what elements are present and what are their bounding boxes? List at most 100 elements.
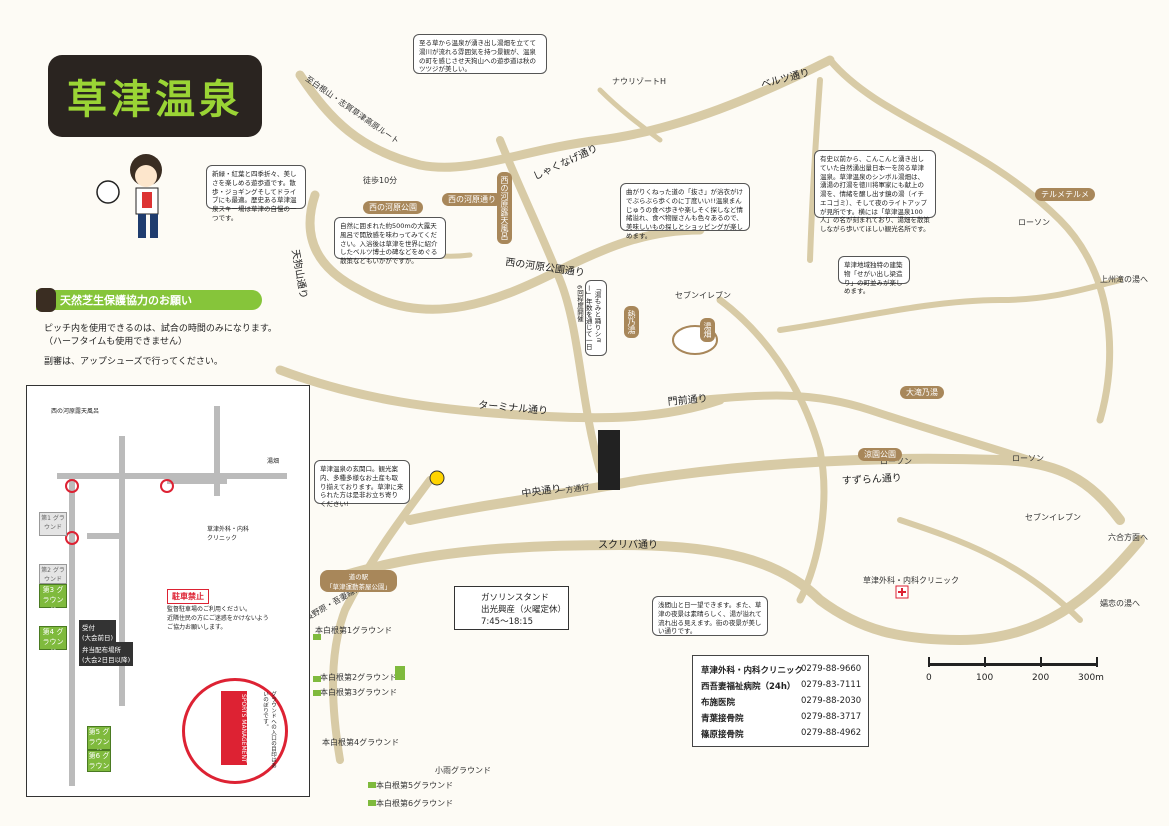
road-mongyo [696,391,1064,474]
label-mongyo: 門前通り [667,392,708,408]
road-south [329,476,434,764]
ground-marker-1 [313,634,321,640]
road-chuo [405,453,1125,525]
pill-nishinokawara-road: 西の河原通り [442,193,502,206]
ground-label-3: 本白根第3グラウンド [320,687,397,697]
label-ninja: ナウリゾートH [612,77,666,86]
phone-number-2: 0279-88-2030 [801,696,862,706]
ground-marker-minami [395,666,405,680]
ground-marker-3 [313,690,321,696]
page-title: 草津温泉 [67,76,243,123]
scale-label-0: 0 [926,673,932,683]
pill-netsunoyu: 熱乃湯 [624,306,639,338]
clinic-cross-icon [898,588,906,596]
note-nishinokawara: 自然に囲まれた約500mの大露天風呂で開放感を味わってみてください。入浴後は草津… [334,217,446,265]
mascot-icon [96,154,162,238]
gas-name: ガソリンスタンド [481,593,549,603]
sports-badge: SPORTS MANAGEMENT グラウンドへの入口の目印はあいのぼりです。 [182,678,288,784]
inset-field-5: 第5 グラウンド [87,726,111,756]
road-shakunage [496,136,604,474]
ground-label-5: 本白根第5グラウンド [376,780,453,790]
note-kosen: 草津地域独特の建築物「せがい出し梁造り」の町並みが楽しめます。 [838,256,910,295]
ground-marker-5 [368,782,376,788]
phone-number-0: 0279-88-9660 [801,664,862,674]
phone-name-1: 西吾妻福祉病院（24h） [701,682,796,692]
ground-label-6: 本白根第6グラウンド [376,798,453,808]
inset-field-3: 第3 グラウンド [39,584,67,614]
label-lawson2: ローソン [1018,218,1050,227]
notice-mascot-icon [36,288,56,312]
label-clinic: 草津外科・内科クリニック [863,575,959,585]
notice-line-3: 副審は、アップシューズで行ってください。 [44,357,223,367]
scale-label-1: 100 [976,673,994,683]
gas-shop: 出光興産（火曜定休） [481,605,567,615]
scale-bar: 0 100 200 300m [926,655,1108,685]
road-small-1 [597,87,663,143]
ground-marker-6 [368,800,376,806]
road-east-upper [777,277,1123,333]
scale-tick-3 [1096,657,1098,667]
notice-line-2: （ハーフタイムも使用できません） [44,337,188,347]
note-beltsu: 至る草から温泉が湧き出し湯畑を立てて湯川が流れる雰囲気を持つ景観が、温泉の町を感… [413,34,547,74]
scale-tick-1 [984,657,986,667]
inset-roads [57,406,287,786]
inset-yubatake-label: 湯畑 [267,458,280,465]
lunch-label: 弁当配布場所 (大会2日目以降) [79,642,134,666]
notice-heading: 天然芝生保護協力のお願い [36,290,262,310]
inset-map: 第1 グラウンド 第2 グラウンド 第3 グラウンド 第4 グラウンド 第5 グ… [26,385,310,797]
scale-line [928,663,1098,666]
inset-clinic-label: 草津外科・内科 クリニック [207,526,250,542]
pill-rotenburo: 西の河原露天風呂 [497,172,512,244]
ground-label-2: 本白根第2グラウンド [320,672,397,682]
label-seven2: セブンイレブン [1025,512,1081,522]
label-walk-time: 徒歩10分 [363,175,397,185]
note-dinner: 浅間山と日一望できます。また、草津の夜景は素晴らしく、湯が溢れて流れ出る見えます… [652,596,768,636]
label-tengu: 天狗山通り [289,248,310,299]
road-nishinokawara [305,190,705,314]
label-beltsu: ベルツ通り [760,66,811,91]
scale-label-3: 300m [1078,673,1104,683]
road-southeast [897,517,1083,623]
inset-field-1: 第1 グラウンド [39,512,67,536]
note-gate: 草津温泉の玄関口。観光案内、多種多様なお土産も取り揃えております。草津に来られた… [314,460,410,508]
label-tsumagoi: 嬬恋の湯へ [1100,598,1140,608]
mascot-illustration [96,150,184,246]
note-shakunage: 曲がりくねった道の「抜さ」が浴衣がけでぶらぶら歩くのに丁度いい!!温泉まんじゅう… [620,183,750,240]
phone-list: 草津外科・内科クリニック 0279-88-9660 西吾妻福祉病院（24h） 0… [692,655,869,747]
road-terminal [275,365,725,423]
label-scrupe: スクリバ通り [598,539,658,551]
phone-name-2: 布施医院 [701,698,736,708]
scale-tick-2 [1040,657,1042,667]
pill-ryokou: 涼園公園 [858,448,902,461]
scale-label-2: 200 [1032,673,1050,683]
pill-nishinokawara-park: 西の河原公園 [363,201,423,214]
sports-badge-label: SPORTS MANAGEMENT [221,691,247,765]
road-north-ns [807,77,823,263]
pill-yubatake: 湯畑 [700,318,715,342]
ground-marker-2 [313,676,321,682]
road-beltsu [295,55,835,172]
label-lawson3: ローソン [1012,454,1044,463]
sports-badge-note: グラウンドへの入口の目印はあいのぼりです。 [262,691,276,768]
scale-tick-0 [928,657,930,667]
phone-number-4: 0279-88-4962 [801,728,862,738]
phone-number-1: 0279-83-7111 [801,680,862,690]
label-seven1: セブンイレブン [675,290,731,300]
note-yubatake: 「湯もみと踊りショー」年数を通じて一日6回程度開催 [575,280,607,356]
inset-field-6: 第6 グラウンド [87,750,111,780]
phone-name-0: 草津外科・内科クリニック [701,666,804,676]
label-rokudo: 六合方面へ [1108,532,1148,542]
road-beltsu-east [826,56,1114,424]
ground-label-kosame: 小雨グラウンド [435,765,491,775]
label-suzuran: すずらん通り [842,472,903,487]
pill-tenmeru: テルメテルメ [1035,188,1095,201]
inset-koen-label: 西の河原露天風呂 [51,408,100,415]
gas-legend: ガソリンスタンド 出光興産（火曜定休） 7:45～18:15 [454,586,569,630]
phone-name-3: 青葉接骨院 [701,714,744,724]
label-uenohara: 上州滝の湯へ [1100,274,1148,284]
phone-number-3: 0279-88-3717 [801,712,862,722]
no-parking-sign: 駐車禁止 [167,589,209,604]
label-ippou: 一方通行 [557,482,590,496]
road-center-ns [716,296,828,604]
title-block: 草津温泉 [48,55,262,137]
